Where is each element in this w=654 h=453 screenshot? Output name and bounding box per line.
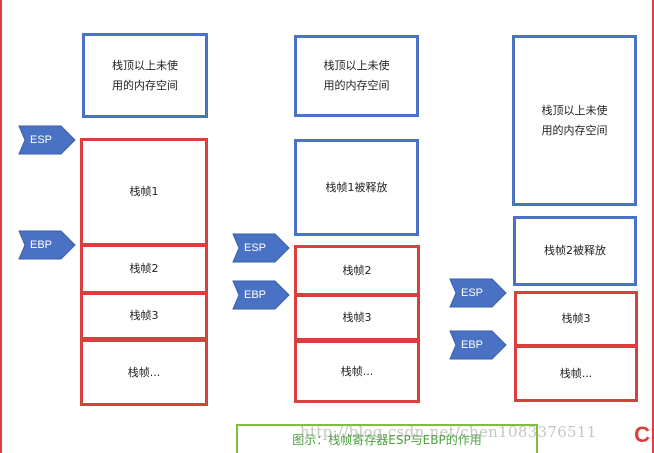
esp-label: ESP bbox=[243, 242, 266, 254]
stage3-frame-more-box: 栈帧... bbox=[514, 345, 638, 402]
stage2-unused-memory-box: 栈顶以上未使 用的内存空间 bbox=[294, 35, 419, 117]
esp-label: ESP bbox=[460, 287, 483, 299]
stage2-frame-more-box: 栈帧... bbox=[294, 340, 420, 403]
arrow-right-icon bbox=[232, 233, 290, 263]
stage1-frame1-box: 栈帧1 bbox=[80, 138, 208, 246]
ebp-label: EBP bbox=[29, 239, 52, 251]
stage1-frame2-box: 栈帧2 bbox=[80, 244, 208, 294]
watermark: http://blog.csdn.net/chen1083376511 bbox=[300, 423, 597, 441]
arrow-right-icon bbox=[449, 330, 507, 360]
stage1-ebp-arrow: EBP bbox=[15, 228, 77, 262]
ebp-label: EBP bbox=[243, 289, 266, 301]
frame-edge-right bbox=[652, 0, 654, 453]
frame-edge-left bbox=[0, 0, 2, 453]
stage3-ebp-arrow: EBP bbox=[446, 328, 508, 362]
stage2-ebp-arrow: EBP bbox=[229, 278, 291, 312]
stage3-frame2-released-box: 栈帧2被释放 bbox=[513, 216, 637, 286]
stage3-unused-memory-box: 栈顶以上未使 用的内存空间 bbox=[512, 35, 637, 206]
arrow-right-icon bbox=[18, 125, 76, 155]
stage2-frame3-box: 栈帧3 bbox=[294, 294, 420, 341]
corner-logo-fragment: C bbox=[634, 422, 650, 447]
stage2-frame1-released-box: 栈帧1被释放 bbox=[294, 139, 419, 236]
arrow-right-icon bbox=[232, 280, 290, 310]
ebp-label: EBP bbox=[460, 339, 483, 351]
stage3-esp-arrow: ESP bbox=[446, 276, 508, 310]
stage3-frame3-box: 栈帧3 bbox=[514, 291, 638, 347]
stage1-frame3-box: 栈帧3 bbox=[80, 292, 208, 340]
stage1-frame-more-box: 栈帧... bbox=[80, 339, 208, 406]
stage2-esp-arrow: ESP bbox=[229, 231, 291, 265]
arrow-right-icon bbox=[18, 230, 76, 260]
stage1-esp-arrow: ESP bbox=[15, 123, 77, 157]
stage2-frame2-box: 栈帧2 bbox=[294, 245, 420, 296]
esp-label: ESP bbox=[29, 134, 52, 146]
stage1-unused-memory-box: 栈顶以上未使 用的内存空间 bbox=[82, 33, 208, 118]
arrow-right-icon bbox=[449, 278, 507, 308]
figure-caption: 图示：栈帧寄存器ESP与EBP的作用 bbox=[236, 424, 538, 453]
